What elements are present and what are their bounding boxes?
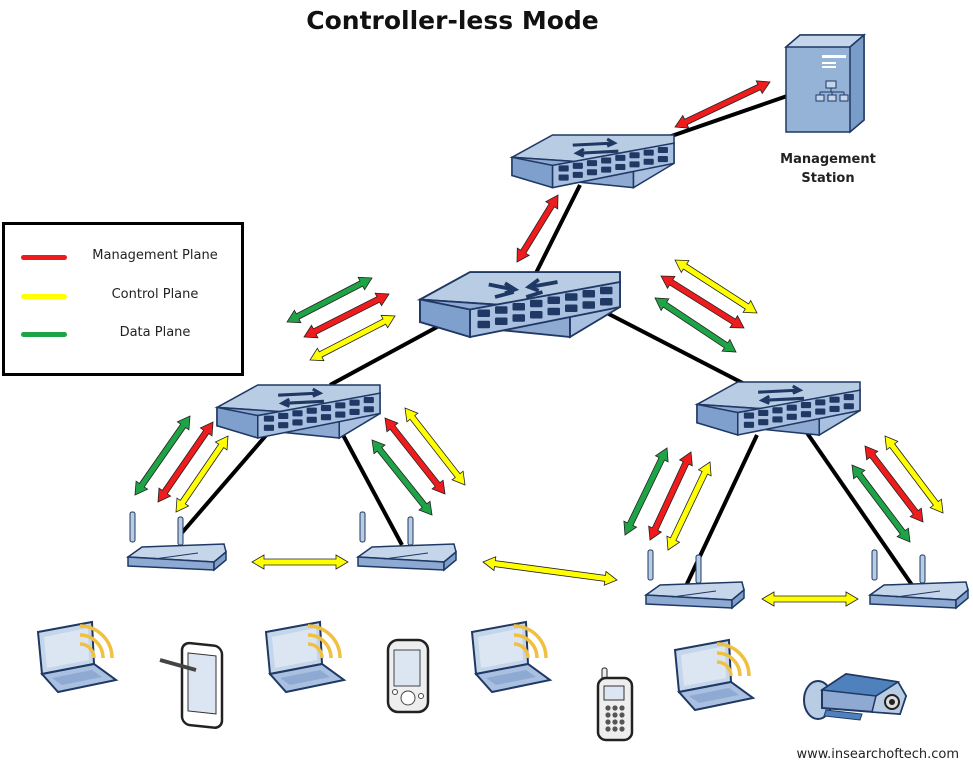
control-plane-arrow xyxy=(761,591,859,607)
control-plane-arrow xyxy=(404,407,466,486)
wireless-laptop-icon xyxy=(470,620,553,694)
top-switch-icon xyxy=(509,134,675,189)
legend-item-control: Control Plane xyxy=(5,286,241,306)
management-plane-arrow xyxy=(648,451,693,541)
legend-item-management: Management Plane xyxy=(5,247,241,267)
control-plane-arrow xyxy=(309,314,396,362)
control-plane-arrow xyxy=(482,556,618,586)
management-plane-arrow xyxy=(157,421,214,503)
client-devices xyxy=(36,620,908,742)
link-top-core xyxy=(533,184,582,276)
data-plane-arrow xyxy=(851,464,911,543)
control-plane-arrow xyxy=(674,259,758,314)
diagram-title: Controller-less Mode xyxy=(306,6,599,35)
data-plane-arrow xyxy=(654,297,737,353)
right-switch-icon xyxy=(694,381,861,437)
control-plane-swatch xyxy=(21,294,67,299)
legend-label: Control Plane xyxy=(111,287,199,302)
data-plane-swatch xyxy=(21,332,67,337)
station-label-line1: Management xyxy=(780,152,876,167)
legend-item-data: Data Plane xyxy=(5,324,241,344)
plane-arrows xyxy=(134,80,944,607)
management-plane-arrow xyxy=(384,417,446,495)
left-switch-icon xyxy=(214,384,381,440)
wireless-laptop-icon xyxy=(36,620,119,694)
link-left-ap2 xyxy=(333,419,404,546)
ip-camera-icon xyxy=(803,672,908,721)
management-plane-arrow xyxy=(303,292,390,339)
link-station-top-switch xyxy=(659,93,791,142)
data-plane-arrow xyxy=(371,439,433,516)
control-plane-arrow xyxy=(175,435,229,513)
control-plane-arrow xyxy=(666,461,712,551)
link-core-left xyxy=(329,318,451,387)
management-plane-swatch xyxy=(21,255,67,260)
access-point-icon xyxy=(867,549,969,610)
pda-icon xyxy=(386,638,430,714)
data-plane-arrow xyxy=(286,276,373,324)
legend-label: Data Plane xyxy=(119,325,191,340)
link-core-right xyxy=(604,310,761,394)
management-plane-arrow xyxy=(516,194,559,263)
access-point-icon xyxy=(125,511,227,572)
data-plane-arrow xyxy=(134,415,191,496)
control-plane-arrow xyxy=(251,554,349,570)
legend-label: Management Plane xyxy=(92,248,218,263)
wireless-laptop-icon xyxy=(673,638,756,712)
website-credit: www.insearchoftech.com xyxy=(796,747,959,762)
tablet-icon xyxy=(159,641,224,729)
core-switch-icon xyxy=(416,271,621,339)
wireless-laptop-icon xyxy=(264,620,347,694)
link-right-ap4 xyxy=(803,428,914,587)
management-plane-arrow xyxy=(660,275,745,329)
server-icon xyxy=(783,33,867,134)
management-plane-arrow xyxy=(674,80,771,129)
station-label-line2: Station xyxy=(801,171,855,186)
access-point-icon xyxy=(643,549,745,610)
links xyxy=(178,93,914,589)
link-left-ap1 xyxy=(178,423,277,537)
management-plane-arrow xyxy=(864,445,924,523)
access-point-icon xyxy=(355,511,457,572)
control-plane-arrow xyxy=(884,435,944,514)
data-plane-arrow xyxy=(623,447,669,536)
management-station-label: Management Station xyxy=(768,150,888,188)
legend: Management Plane Control Plane Data Plan… xyxy=(2,222,244,376)
cell-phone-icon xyxy=(596,667,634,742)
